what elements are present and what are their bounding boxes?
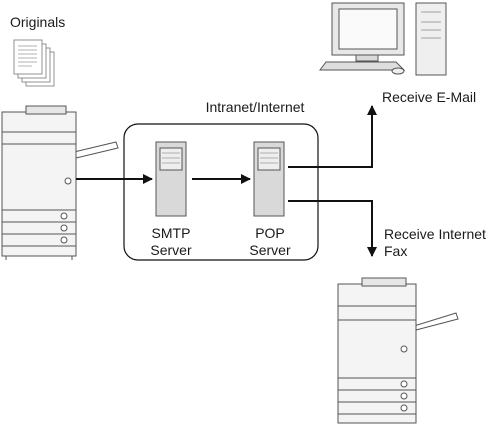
network-label: Intranet/Internet bbox=[206, 99, 305, 115]
desktop-computer-icon bbox=[319, 2, 447, 76]
arrow-pop-to-ifax bbox=[288, 200, 377, 257]
ifax-printer-icon bbox=[337, 277, 459, 424]
smtp-label-line1: SMTP bbox=[152, 225, 191, 241]
document-stack-icon bbox=[13, 39, 55, 87]
ifax-label-line1: Receive Internet bbox=[384, 226, 486, 242]
ifax-label-line2: Fax bbox=[384, 243, 407, 259]
pop-server-icon bbox=[253, 141, 285, 217]
smtp-label-line2: Server bbox=[150, 242, 192, 258]
smtp-server-icon bbox=[155, 141, 187, 217]
originals-label: Originals bbox=[10, 14, 65, 30]
pop-label-line1: POP bbox=[255, 225, 285, 241]
sender-printer-icon bbox=[1, 105, 119, 260]
email-label: Receive E-Mail bbox=[382, 89, 476, 105]
pop-label-line2: Server bbox=[249, 242, 291, 258]
network-cloud bbox=[123, 123, 319, 261]
arrow-pop-to-email bbox=[288, 105, 377, 168]
